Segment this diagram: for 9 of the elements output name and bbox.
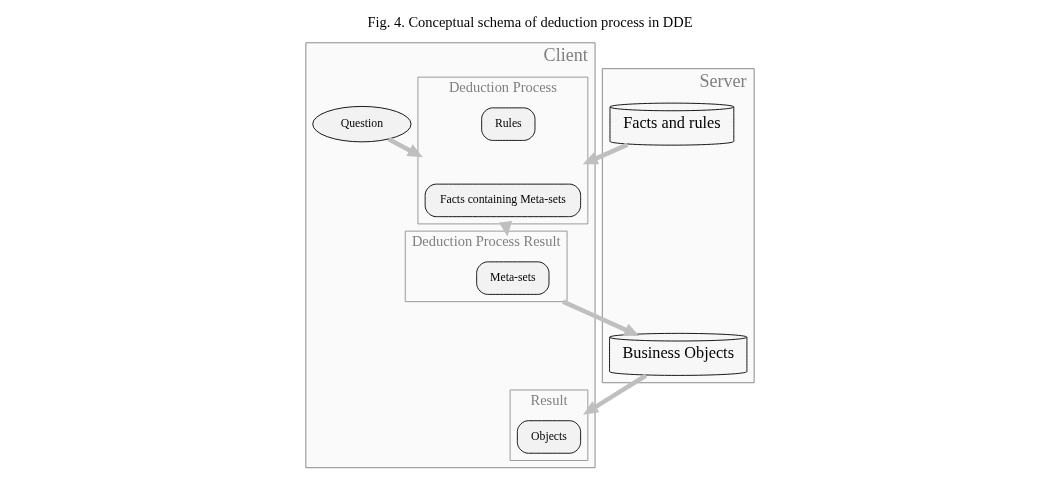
arrow bbox=[582, 142, 628, 165]
node-box: Objects bbox=[516, 420, 581, 454]
node-box: Rules bbox=[480, 107, 535, 141]
diagram-title: Fig. 4. Conceptual schema of deduction process in DDE bbox=[366, 14, 693, 31]
node-box: Facts containing Meta-sets bbox=[424, 183, 581, 218]
node-box: Meta-sets bbox=[475, 261, 549, 295]
node-ellipse: Question bbox=[311, 105, 411, 143]
arrow bbox=[387, 137, 423, 158]
arrow bbox=[561, 299, 639, 336]
